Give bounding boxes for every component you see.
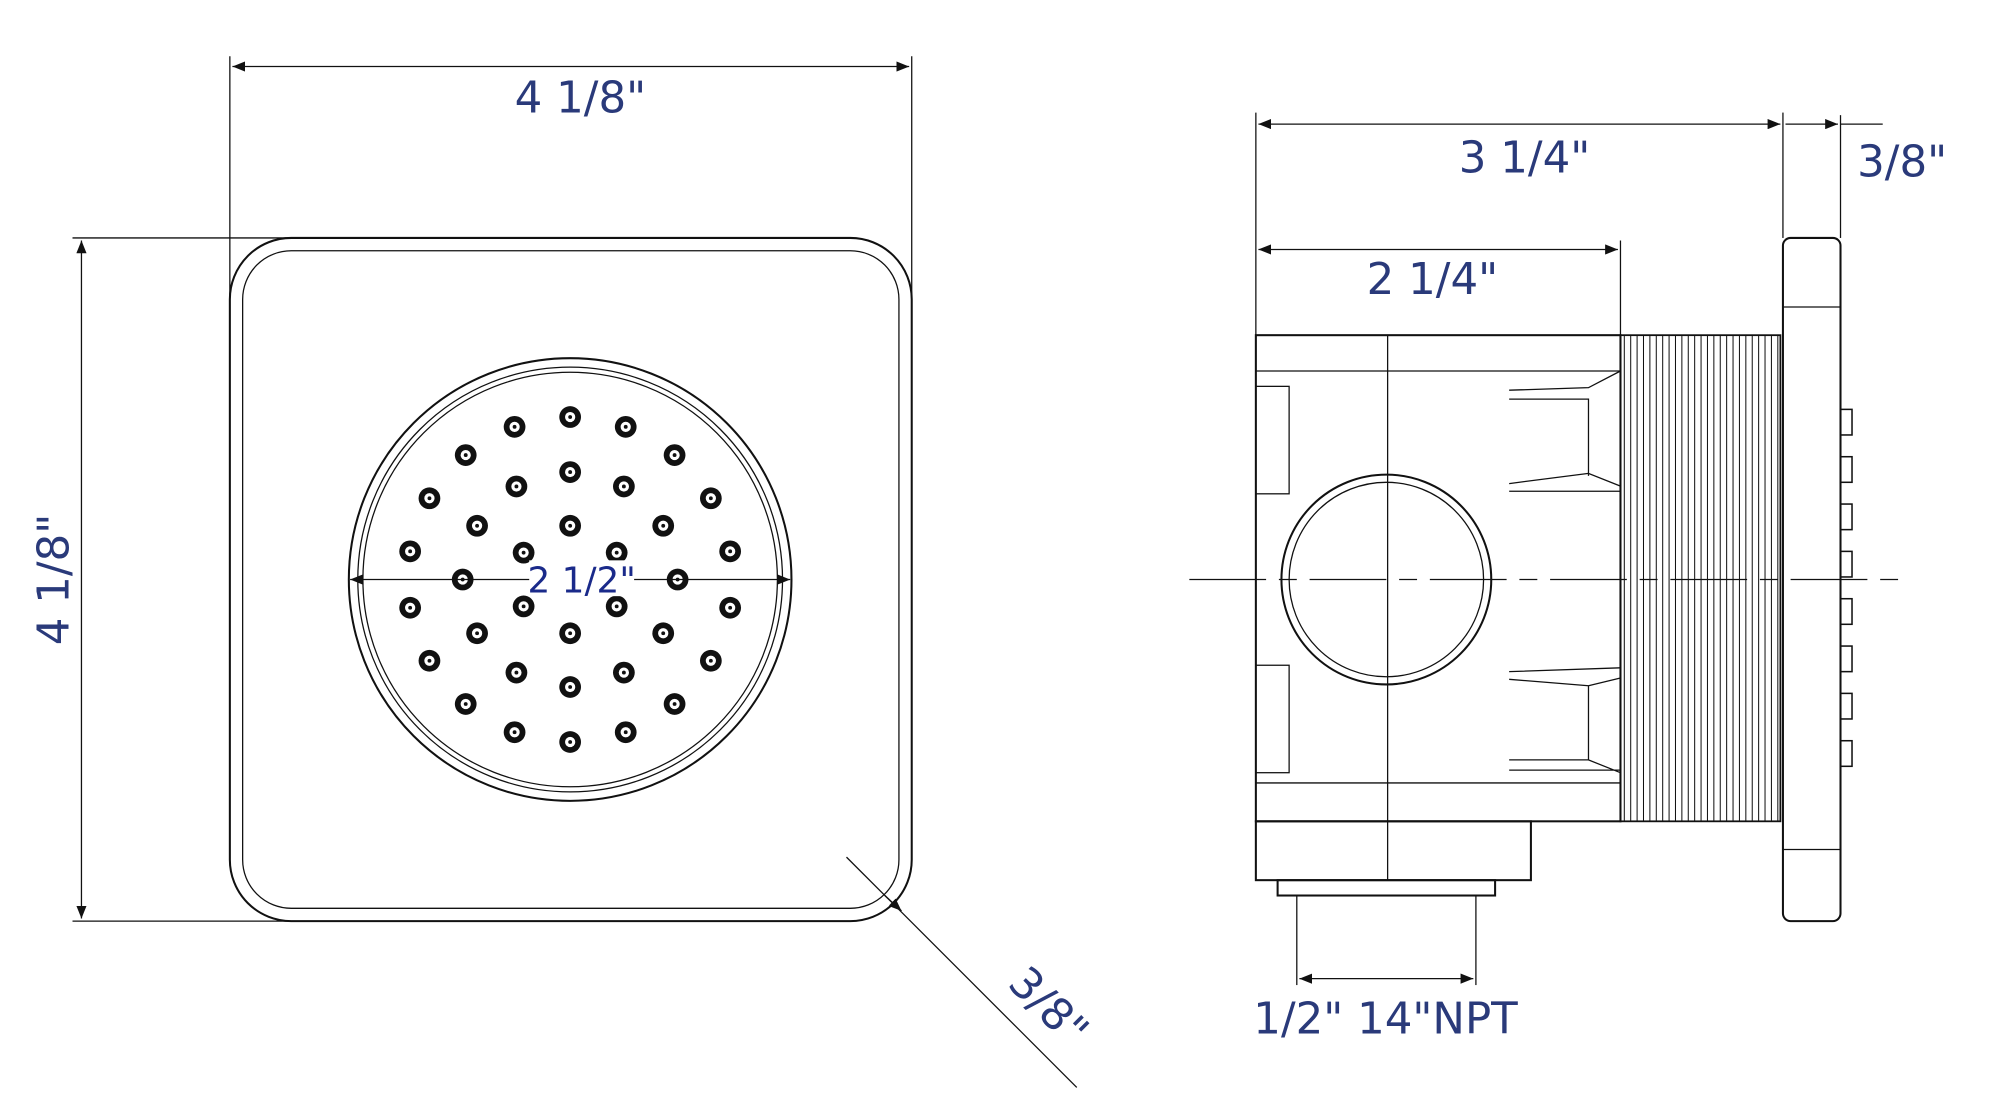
height-label: 4 1/8" [30,514,80,645]
faceplate-outline [228,236,913,923]
nozzle-holes [399,406,742,753]
thread-section [1619,334,1782,823]
spray-face [347,357,793,802]
corner-radius-label: 3/8" [999,957,1098,1056]
body-depth-label: 2 1/4" [1367,255,1498,305]
inlet-thread-label: 1/2" 14"NPT [1253,995,1518,1045]
front-view: 4 1/8" 4 1/8" 2 1/2" 3/8" [30,56,1098,1088]
plate-thickness-label: 3/8" [1857,138,1947,188]
side-view: 3 1/4" 3/8" 2 1/4" 1/2" 14"NPT [1189,112,1947,1045]
overall-depth-label: 3 1/4" [1459,134,1590,184]
diameter-label: 2 1/2" [528,560,636,601]
valve-body [1254,334,1622,823]
width-label: 4 1/8" [515,74,646,124]
